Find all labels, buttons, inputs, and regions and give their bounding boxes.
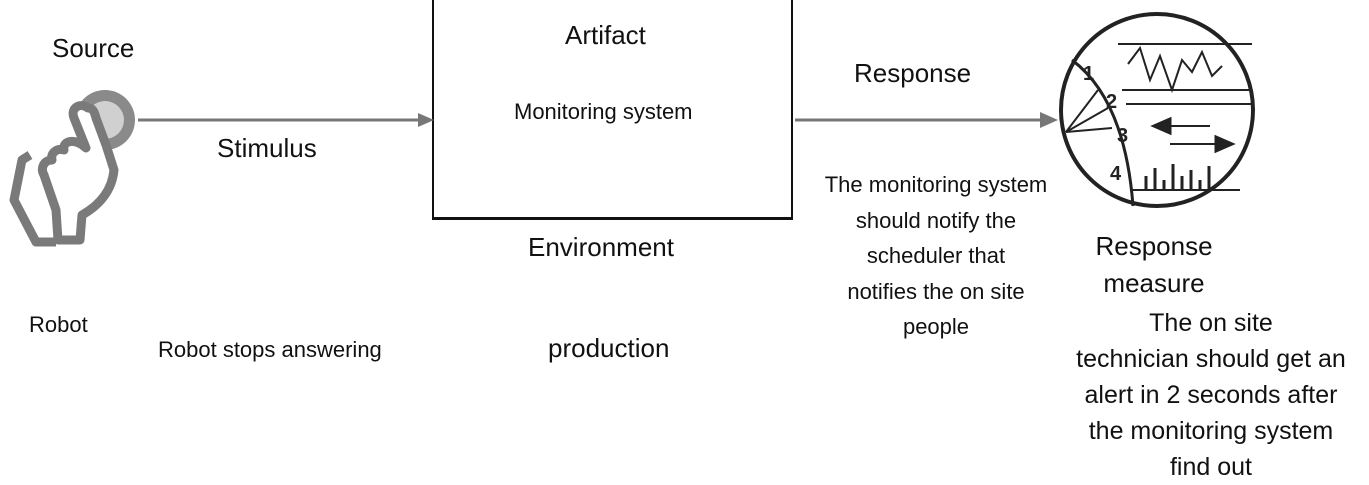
stimulus-arrow: [138, 113, 434, 127]
response-measure-value-line: the monitoring system: [1088, 417, 1334, 445]
environment-heading: Environment: [528, 232, 674, 262]
response-measure-value-line: alert in 2 seconds after: [1084, 381, 1338, 409]
response-measure-heading-line: measure: [1103, 268, 1205, 298]
response-value-line: notifies the on site: [847, 278, 1025, 304]
response-value: The monitoring system should notify the …: [806, 167, 1066, 345]
response-measure-value-line: technician should get an: [1076, 345, 1346, 373]
dial-number-1: 1: [1083, 63, 1094, 85]
response-measure-heading: Response measure: [1074, 228, 1234, 302]
response-value-line: The monitoring system: [824, 172, 1048, 197]
response-value-line: people: [902, 314, 970, 339]
dial-number-3: 3: [1117, 125, 1128, 147]
response-measure-heading-line: Response: [1095, 231, 1213, 261]
source-heading: Source: [52, 33, 135, 63]
hand-press-icon: [9, 90, 135, 247]
artifact-box: [432, 0, 793, 220]
response-value-line: scheduler that: [866, 243, 1006, 268]
artifact-heading: Artifact: [565, 20, 646, 50]
stimulus-heading: Stimulus: [217, 133, 317, 163]
response-measure-value-line: The on site: [1149, 309, 1273, 337]
gauge-icon: [1059, 12, 1255, 208]
response-heading: Response: [854, 58, 972, 88]
dial-number-4: 4: [1110, 163, 1122, 185]
response-measure-value: The on site technician should get an ale…: [1056, 305, 1366, 485]
environment-value: production: [548, 333, 670, 363]
stimulus-value: Robot stops answering: [158, 337, 382, 362]
source-value: Robot: [29, 312, 88, 337]
artifact-value: Monitoring system: [514, 99, 693, 124]
response-arrow: [795, 112, 1058, 128]
dial-number-2: 2: [1106, 91, 1117, 113]
response-value-line: should notify the: [855, 207, 1017, 233]
response-measure-value-line: find out: [1169, 453, 1252, 481]
